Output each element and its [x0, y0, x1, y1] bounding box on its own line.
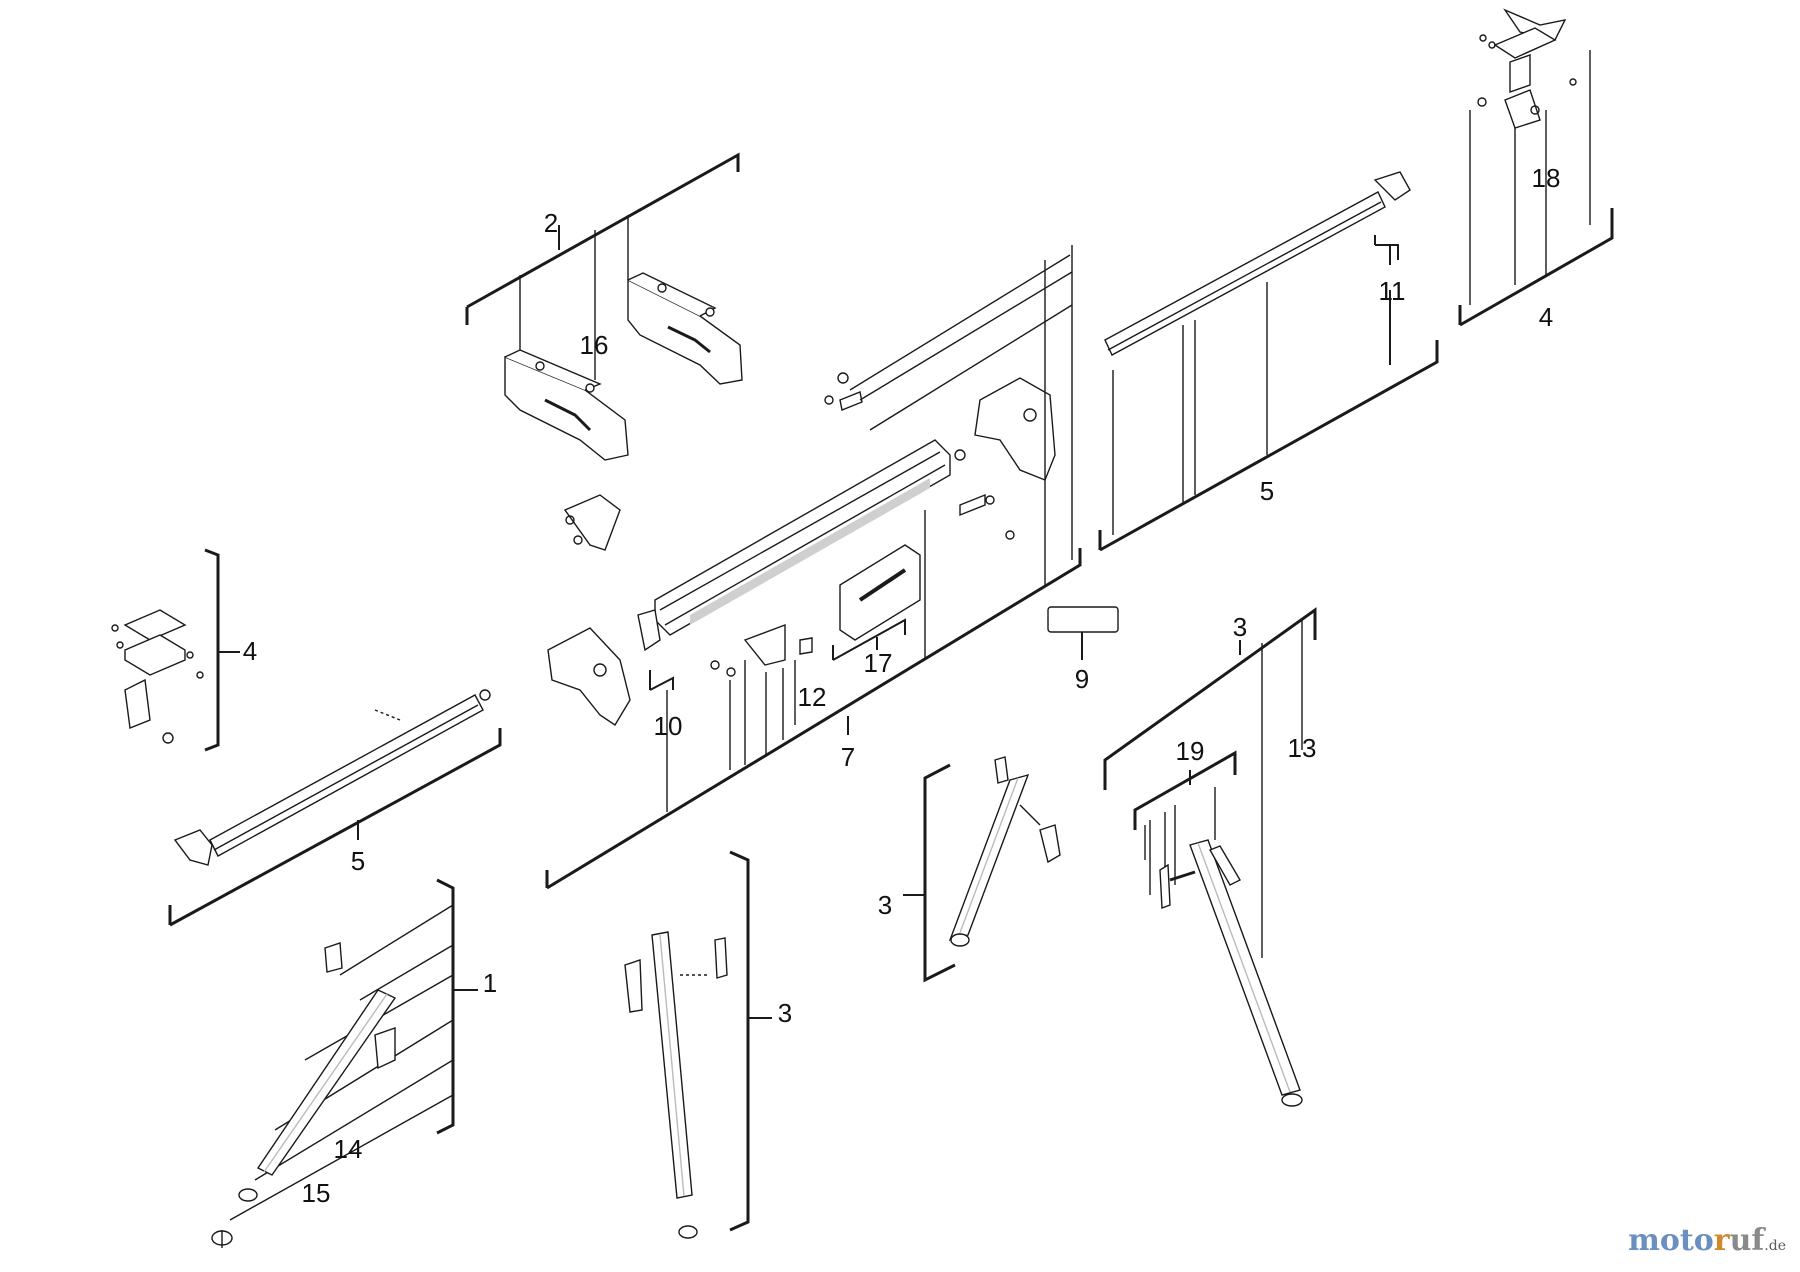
label-part-16: 16 [580, 330, 609, 360]
assembly-5-right-rail [1098, 171, 1439, 552]
label-part-3-center: 3 [878, 890, 892, 920]
label-part-3-left: 3 [778, 998, 792, 1028]
label-part-10: 10 [654, 711, 683, 741]
assembly-3-left-leg [624, 850, 772, 1239]
label-part-13: 13 [1288, 733, 1317, 763]
label-part-5-left: 5 [351, 846, 365, 876]
label-part-1: 1 [483, 968, 497, 998]
assembly-3-right-leg [1103, 607, 1317, 1107]
assembly-4-right-caps [1458, 8, 1614, 327]
assembly-3-center-leg [903, 756, 1061, 983]
watermark-part-2: r [1713, 1223, 1730, 1258]
part-9-label-plate [1047, 606, 1119, 660]
assembly-1-leg-with-foot [211, 878, 478, 1248]
drawing [111, 8, 1614, 1248]
label-part-5-right: 5 [1260, 476, 1274, 506]
assembly-7-main-rail [545, 245, 1082, 890]
assembly-4-left-caps [111, 548, 240, 752]
label-part-14: 14 [334, 1134, 363, 1164]
watermark-part-1: moto [1628, 1223, 1714, 1258]
watermark-part-3: uf [1729, 1223, 1765, 1258]
label-part-4-left: 4 [243, 636, 257, 666]
label-part-17: 17 [864, 648, 893, 678]
label-part-18: 18 [1532, 163, 1561, 193]
label-part-11: 11 [1379, 276, 1406, 306]
label-part-12: 12 [798, 682, 827, 712]
watermark-part-4: .de [1764, 1238, 1786, 1254]
label-part-7: 7 [841, 742, 855, 772]
label-part-15: 15 [302, 1178, 331, 1208]
assembly-2-brackets [465, 152, 743, 461]
label-part-9: 9 [1075, 664, 1089, 694]
assembly-5-left-rail [168, 689, 502, 927]
label-part-4-right: 4 [1539, 302, 1553, 332]
label-part-19: 19 [1176, 736, 1205, 766]
watermark-logo: motoruf.de [1628, 1223, 1786, 1258]
label-part-3-right: 3 [1233, 612, 1247, 642]
part-number-labels: 2 16 11 18 4 5 4 5 10 12 17 7 9 3 19 13 … [243, 163, 1561, 1208]
label-part-2: 2 [544, 208, 558, 238]
